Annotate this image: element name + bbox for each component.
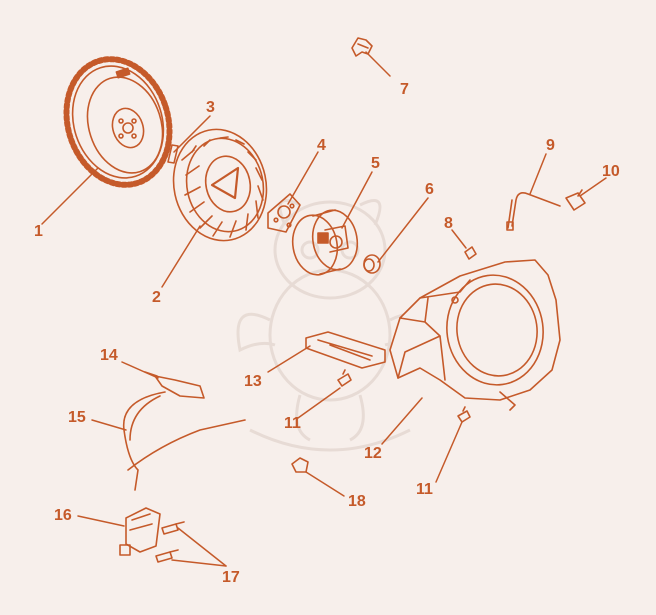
dragon-mascot-icon <box>236 199 424 452</box>
stop-wire-part <box>506 192 561 231</box>
screw-part-lower <box>457 406 471 423</box>
callout-8: 8 <box>444 215 453 232</box>
flywheel-part <box>63 56 173 188</box>
flywheel-key-part <box>167 144 179 164</box>
callout-10: 10 <box>602 163 620 180</box>
air-guide-shield-part <box>305 331 386 369</box>
blower-housing-part <box>389 259 561 411</box>
leader-lines <box>41 51 607 567</box>
adapter-plate-part <box>267 193 301 233</box>
callout-9: 9 <box>546 137 555 154</box>
callout-15: 15 <box>68 409 86 426</box>
module-screw-part-upper <box>161 521 185 535</box>
starter-cup-part <box>291 209 359 276</box>
callout-4: 4 <box>317 137 326 154</box>
callout-7: 7 <box>400 81 409 98</box>
clip-part <box>291 457 309 473</box>
callout-14: 14 <box>100 347 118 364</box>
callout-6: 6 <box>425 181 434 198</box>
flywheel-nut-part <box>363 254 381 274</box>
module-screw-part-lower <box>155 549 179 563</box>
callout-13: 13 <box>244 373 262 390</box>
callout-3: 3 <box>206 99 215 116</box>
wire-clip-part <box>351 37 373 57</box>
ignition-wire-part <box>122 391 246 491</box>
callout-1: 1 <box>34 223 43 240</box>
callout-12: 12 <box>364 445 382 462</box>
callout-17: 17 <box>222 569 240 586</box>
cooling-fan-part <box>172 128 268 242</box>
screw-part-upper <box>337 369 352 387</box>
callout-labels: 1 2 3 4 5 6 7 8 9 10 11 11 12 13 14 15 1… <box>34 81 620 586</box>
callout-2: 2 <box>152 289 161 306</box>
callout-5: 5 <box>371 155 380 172</box>
callout-18: 18 <box>348 493 366 510</box>
callout-16: 16 <box>54 507 72 524</box>
callout-11-lower: 11 <box>416 481 433 498</box>
ignition-module-part <box>119 507 161 556</box>
callout-11-upper: 11 <box>284 415 301 432</box>
grommet-part <box>464 246 477 260</box>
terminal-part <box>565 189 586 211</box>
